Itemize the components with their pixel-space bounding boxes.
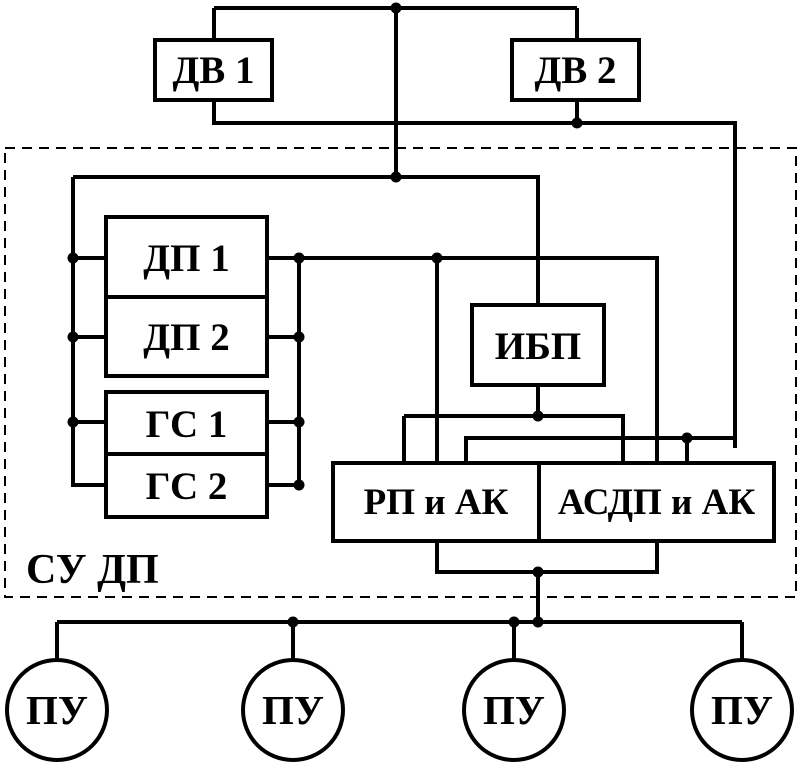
- control-panel-3-label: ПУ: [483, 687, 545, 733]
- junction-dots: [67, 2, 693, 628]
- control-panel-2-label: ПУ: [262, 687, 324, 733]
- asdp-ak-block: АСДП и АК: [537, 461, 776, 543]
- rp-ak-block: РП и АК: [331, 461, 541, 543]
- control-panel-3: ПУ: [462, 658, 566, 762]
- ups-block: ИБП: [470, 303, 606, 387]
- ups-label: ИБП: [495, 325, 581, 368]
- engine-2-label: ДВ 2: [534, 49, 616, 92]
- rp-ak-label: РП и АК: [364, 482, 509, 523]
- control-panel-1-label: ПУ: [26, 687, 88, 733]
- dp1-block: ДП 1: [104, 215, 269, 299]
- gs2-label: ГС 2: [146, 465, 228, 508]
- control-panel-4: ПУ: [690, 658, 794, 762]
- control-panel-1: ПУ: [5, 658, 109, 762]
- dp2-label: ДП 2: [143, 316, 229, 359]
- control-system-label: СУ ДП: [26, 547, 159, 593]
- gs1-label: ГС 1: [146, 403, 228, 446]
- control-panel-2: ПУ: [241, 658, 345, 762]
- asdp-ak-label: АСДП и АК: [558, 482, 756, 523]
- gs2-block: ГС 2: [104, 452, 269, 519]
- engine-1-block: ДВ 1: [153, 38, 274, 102]
- control-panel-4-label: ПУ: [711, 687, 773, 733]
- engine-2-block: ДВ 2: [510, 38, 641, 102]
- control-system-boundary: [4, 147, 797, 598]
- gs1-block: ГС 1: [104, 390, 269, 456]
- engine-1-label: ДВ 1: [172, 49, 254, 92]
- dp2-block: ДП 2: [104, 295, 269, 378]
- dp1-label: ДП 1: [143, 237, 229, 280]
